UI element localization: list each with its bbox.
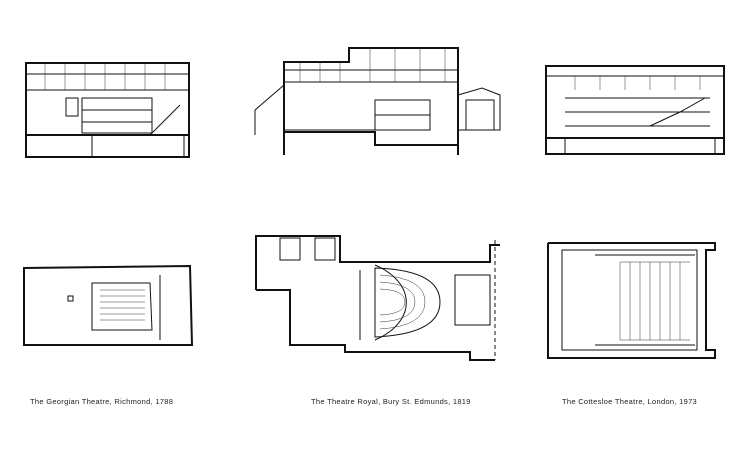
caption-cottesloe-theatre: The Cottesloe Theatre, London, 1973	[562, 397, 698, 406]
theatre-royal-plan	[255, 235, 500, 361]
caption-theatre-royal: The Theatre Royal, Bury St. Edmunds, 181…	[311, 397, 471, 406]
cottesloe-plan	[547, 242, 716, 359]
theatre-royal-section	[254, 47, 501, 155]
georgian-theatre-plan	[23, 264, 194, 346]
cottesloe-section	[545, 65, 725, 155]
caption-georgian-theatre: The Georgian Theatre, Richmond, 1788	[30, 397, 174, 406]
georgian-theatre-section	[25, 62, 190, 158]
